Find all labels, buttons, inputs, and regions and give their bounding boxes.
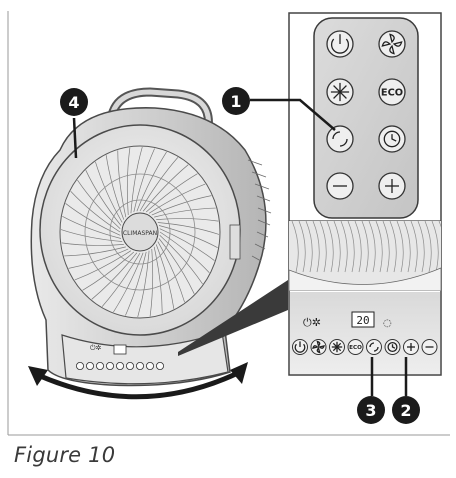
fan-heater: CLIMASPAN ⏻✲ [28,87,272,400]
rotation-arrow-right-head [230,362,248,384]
fan-panel-button [96,361,105,370]
fan-panel-button [155,361,164,370]
callout-4-badge [60,88,88,116]
rotation-arrow-left-head [28,366,48,386]
fan-panel-icons: ⏻✲ [90,344,102,352]
fan-panel-button [86,361,95,370]
panel-display [351,311,375,328]
callout-2-badge [392,396,420,424]
panel-power-button [292,339,308,355]
panel-minus-button [421,339,438,355]
fan-panel-button [145,361,154,370]
remote-fan-button [378,30,406,58]
panel-timer-button [384,339,401,355]
fan-panel-button [76,361,85,370]
brand-text: CLIMASPAN [123,230,157,237]
remote-eco-button: ECO [378,78,406,106]
remote-control: ECO [313,17,419,219]
remote-plus-button [378,172,406,200]
fan-front-grille: CLIMASPAN [59,145,221,319]
fan-display [113,344,127,355]
panel-oscillation-button [366,339,382,355]
figure-caption: Figure 10 [14,443,116,467]
callout-3-number: 3 [365,401,376,420]
callouts: 1 4 3 2 [60,87,420,424]
panel-power-heat-icons: ⏻✲ [303,316,321,329]
fan-panel-button [116,361,125,370]
panel-fan-button [310,339,327,355]
remote-power-button [326,30,354,58]
fan-panel-button [135,361,144,370]
fan-panel-buttons [76,361,164,370]
zoom-pointer [178,280,288,356]
control-panel-closeup: ⏻✲ 20 ◌ ECO [290,292,440,374]
callout-2-number: 2 [400,401,411,420]
remote-heat-button [326,78,354,106]
grille-hub [121,212,159,252]
panel-oscillation-indicator: ◌ [383,318,392,329]
rotation-arrow [36,369,242,400]
panel-plus-button [403,339,419,355]
remote-timer-button [378,125,406,153]
panel-display-value: 20 [356,314,369,327]
svg-text:ECO: ECO [381,88,403,99]
side-panel [229,224,241,260]
callout-4-number: 4 [68,93,79,112]
callout-1-number: 1 [230,92,241,111]
fan-panel-button [126,361,135,370]
remote-oscillation-button [326,125,354,153]
fan-panel-button [106,361,115,370]
panel-eco-button: ECO [347,339,364,355]
panel-closeup-grille [289,221,441,291]
callout-3-badge [357,396,385,424]
remote-minus-button [326,172,354,200]
svg-text:ECO: ECO [349,345,362,351]
panel-heat-button [329,339,345,355]
callout-1-badge [222,87,250,115]
